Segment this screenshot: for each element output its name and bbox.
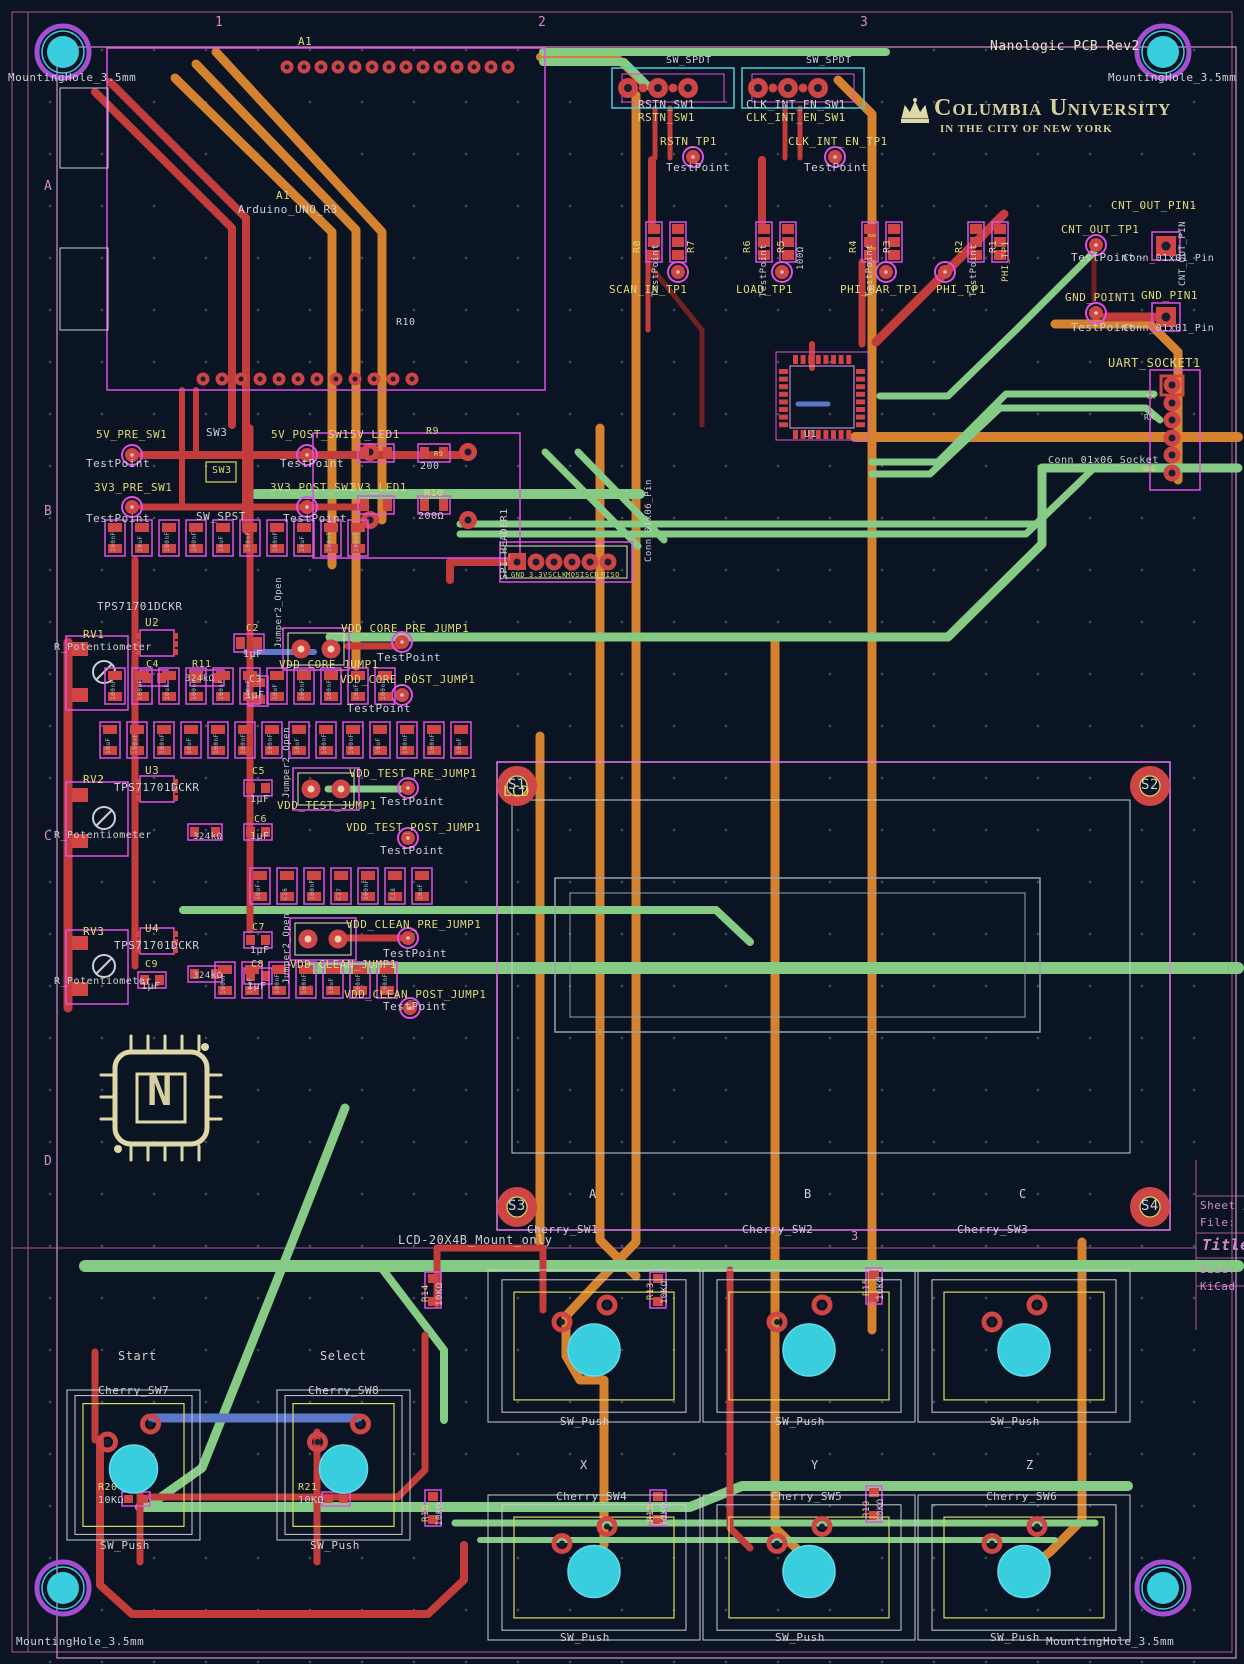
cherry-switch-footprint[interactable] [487,1494,701,1641]
uart-socket-footprint[interactable] [1149,369,1201,491]
cherry-switch-footprint[interactable] [487,1269,701,1423]
nanologic-logo [99,1034,223,1162]
button-resistors[interactable] [424,1267,883,1527]
spdt-switch-footprint[interactable] [741,67,865,109]
cherry-switch-footprint[interactable] [702,1269,916,1423]
test-points[interactable] [121,146,1107,1019]
title-block [1195,1160,1244,1330]
cherry-switch-footprint[interactable] [276,1389,411,1541]
single-pin-pads[interactable] [1151,231,1181,332]
board-outline [56,46,1237,1659]
pulldown-resistors[interactable] [645,221,1009,263]
cherry-switch-footprint[interactable] [702,1494,916,1641]
decoupling-cap-banks[interactable] [99,519,472,999]
lcd-footprint[interactable] [496,761,1171,1231]
cherry-switch-footprint[interactable] [917,1494,1131,1641]
mcu-footprint[interactable] [775,351,869,441]
ldo-regulators[interactable] [136,629,178,955]
spdt-switch-footprint[interactable] [611,67,735,109]
crown-icon [901,98,929,123]
cherry-switch-footprint[interactable] [66,1389,201,1541]
spi-header-footprint[interactable] [499,541,633,583]
smd-two-pad-parts[interactable] [121,443,451,1507]
potentiometers[interactable] [65,635,129,1005]
cherry-switch-footprint[interactable] [917,1269,1131,1423]
solder-jumpers[interactable] [282,627,360,961]
worksheet-frame [11,11,1233,1653]
arduino-uno-footprint[interactable] [59,47,546,391]
mounting-holes[interactable] [34,23,1192,1617]
